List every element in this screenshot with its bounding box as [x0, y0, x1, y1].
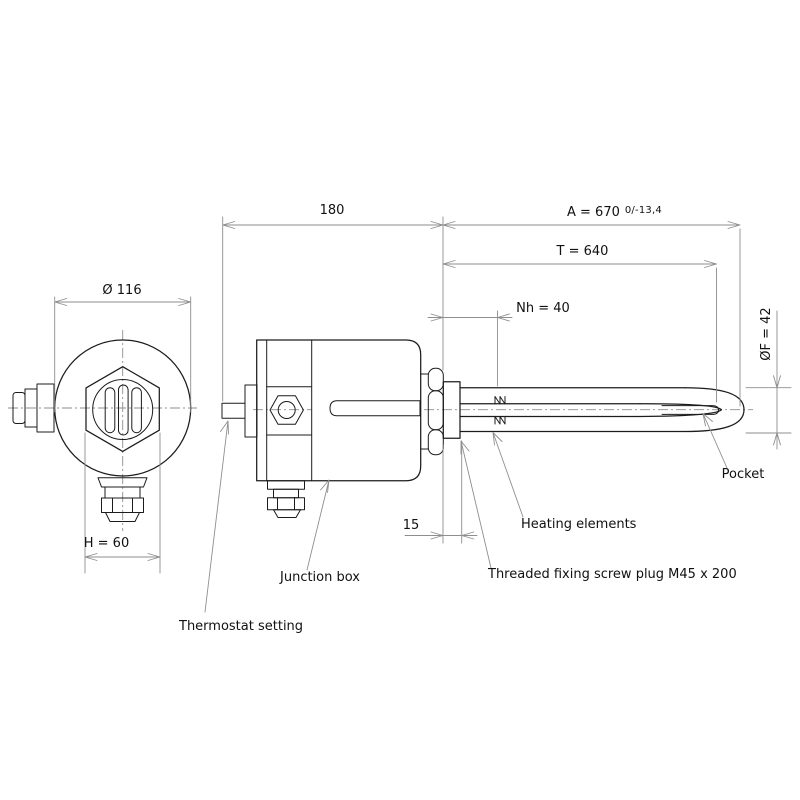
pocket-callout: Pocket — [721, 467, 765, 482]
plug-inner-circle — [92, 379, 154, 440]
dim-t-640 — [442, 260, 717, 403]
element-slot-right — [131, 387, 142, 434]
dimension-lines — [54, 216, 792, 574]
dim-of-42 — [745, 310, 792, 450]
immersion-length-tolerance: 0/-13,4 — [624, 205, 662, 216]
leader-lines — [204, 413, 728, 613]
unheated-length-label: Nh = 40 — [516, 301, 570, 316]
front-diameter-label: Ø 116 — [102, 283, 142, 298]
dim-180 — [222, 216, 444, 402]
outer-bend — [684, 387, 745, 433]
heated-zone-mark-lower — [494, 416, 506, 425]
side-cable-gland — [12, 383, 55, 433]
bottom-cable-gland-side — [267, 480, 305, 518]
dim-diameter-116 — [54, 296, 192, 413]
thermostat-callout: Thermostat setting — [179, 619, 304, 634]
thermostat-shaft-bezel — [244, 384, 258, 438]
bundle-diameter-label: ØF = 42 — [759, 307, 774, 361]
thermostat-hex-bore — [277, 401, 296, 419]
screw-plug-callout: Threaded fixing screw plug M45 x 200 — [488, 567, 737, 582]
leader-heating-elements — [492, 432, 524, 518]
junction-box-callout: Junction box — [280, 570, 360, 585]
leader-thermostat — [204, 420, 229, 613]
heated-zone-mark-upper — [494, 396, 506, 405]
box-length-label: 180 — [319, 203, 345, 218]
flange-nut — [427, 367, 444, 456]
plug-hexagon — [85, 366, 160, 453]
thermostat-shaft — [221, 402, 246, 419]
thermostat-hex-nut — [269, 395, 304, 425]
leader-junction-box — [306, 479, 330, 571]
heating-element-tubes — [459, 387, 745, 433]
pocket-tube — [661, 405, 719, 415]
dim-h-60 — [84, 432, 161, 574]
immersion-length-label: A = 670 0/-13,4 — [567, 203, 662, 220]
bottom-cable-gland-front — [97, 477, 148, 522]
leader-screw-plug — [460, 440, 492, 569]
dim-a-670 — [442, 221, 741, 407]
junction-box-body — [256, 339, 422, 482]
front-height-label: H = 60 — [83, 536, 130, 551]
dim-nh-40 — [427, 310, 513, 387]
pocket-length-label: T = 640 — [556, 244, 609, 259]
plug-hex-width-label: 15 — [402, 518, 420, 533]
screw-plug-hex — [442, 381, 461, 439]
heating-elements-callout: Heating elements — [521, 517, 637, 532]
element-slot-middle — [118, 384, 129, 436]
immersion-length-value: A = 670 — [567, 205, 620, 220]
side-view — [221, 339, 753, 518]
dim-15 — [404, 440, 478, 544]
inner-bend — [639, 403, 723, 418]
element-slot-left — [104, 387, 116, 434]
leader-pocket — [702, 413, 728, 469]
front-view — [8, 330, 197, 531]
box-slot — [329, 400, 421, 417]
